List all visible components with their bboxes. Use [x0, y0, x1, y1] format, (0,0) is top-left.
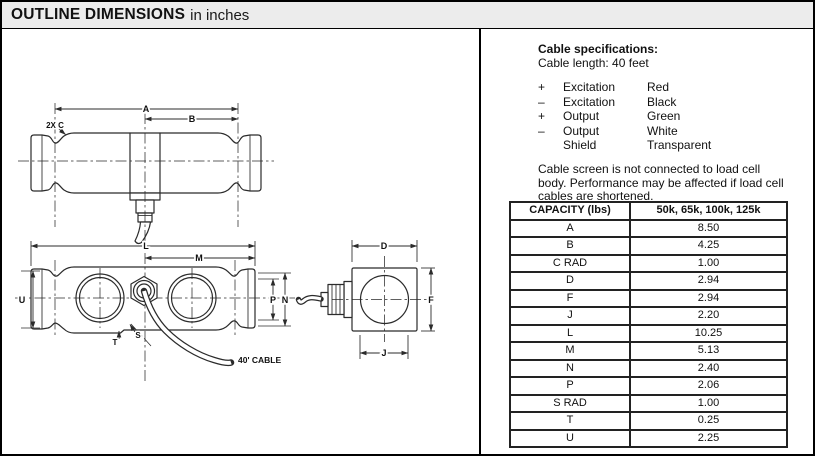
wire-color: White	[647, 123, 678, 138]
dim-letter: D	[509, 271, 631, 291]
dim-label-m: M	[195, 253, 203, 263]
table-header-row: CAPACITY (lbs) 50k, 65k, 100k, 125k	[509, 201, 788, 221]
cable-screen-note: Cable screen is not connected to load ce…	[538, 161, 784, 204]
dim-label-d: D	[381, 241, 388, 251]
specs-panel: Cable specifications: Cable length: 40 f…	[479, 29, 813, 454]
wire-name: Output	[563, 123, 600, 138]
dim-letter: A	[509, 218, 631, 238]
wire-name: Excitation	[563, 80, 616, 94]
cable-specs-heading: Cable specifications:	[538, 42, 659, 56]
wire-color: Green	[647, 109, 681, 124]
dim-label-n: N	[282, 295, 289, 305]
dim-value: 1.00	[629, 253, 788, 273]
cable-specifications: Cable specifications: Cable length: 40 f…	[538, 42, 805, 204]
wire-sign: +	[538, 80, 546, 94]
dim-letter: M	[509, 341, 631, 361]
outline-drawings: A B 2X C	[2, 29, 479, 454]
dim-label-t: T	[113, 338, 118, 347]
dim-label-b: B	[189, 114, 196, 124]
dim-label-u: U	[19, 295, 26, 305]
wire-row: + Excitation Red	[538, 80, 805, 95]
section-title-bar: OUTLINE DIMENSIONS in inches	[2, 2, 813, 29]
cable-length-note: 40' CABLE	[238, 355, 281, 365]
wire-sign: –	[538, 94, 545, 109]
wire-row: Shield Transparent	[538, 138, 805, 153]
wire-name: Excitation	[563, 94, 616, 109]
dim-letter: B	[509, 236, 631, 256]
dim-value: 2.40	[629, 358, 788, 378]
wire-color: Transparent	[647, 138, 712, 153]
dim-letter: C RAD	[509, 253, 631, 273]
wire-row: – Output White	[538, 124, 805, 139]
dim-letter: S RAD	[509, 393, 631, 413]
dim-letter: N	[509, 358, 631, 378]
dim-value: 2.20	[629, 306, 788, 326]
wire-sign: +	[538, 109, 546, 124]
wire-name: Output	[563, 109, 600, 124]
dim-value: 5.13	[629, 341, 788, 361]
end-view-drawing: D F J	[295, 239, 436, 360]
dim-label-p: P	[270, 295, 276, 305]
dim-value: 2.25	[629, 428, 788, 448]
dim-value: 8.50	[629, 218, 788, 238]
wire-sign	[538, 138, 563, 153]
dim-value: 4.25	[629, 236, 788, 256]
wire-row: – Excitation Black	[538, 95, 805, 110]
dim-letter: J	[509, 306, 631, 326]
dim-value: 1.00	[629, 393, 788, 413]
dim-label-f: F	[428, 295, 434, 305]
cable-end-view	[295, 294, 324, 305]
dim-letter: U	[509, 428, 631, 448]
dim-label-j: J	[381, 348, 386, 358]
dim-value: 2.06	[629, 376, 788, 396]
cable-length-line: Cable length: 40 feet	[538, 56, 649, 70]
dim-letter: T	[509, 411, 631, 431]
cable-plan	[140, 287, 235, 367]
dim-label-l: L	[143, 241, 149, 251]
capacity-header: CAPACITY (lbs)	[509, 201, 631, 221]
wire-row: + Output Green	[538, 109, 805, 124]
dim-value: 2.94	[629, 271, 788, 291]
capacity-values-header: 50k, 65k, 100k, 125k	[629, 201, 788, 221]
dim-letter: P	[509, 376, 631, 396]
page-title-units: in inches	[190, 6, 250, 24]
wire-name: Shield	[563, 138, 597, 153]
dim-label-a: A	[143, 104, 150, 114]
dim-value: 10.25	[629, 323, 788, 343]
dim-value: 0.25	[629, 411, 788, 431]
wire-color: Red	[647, 80, 670, 94]
wire-color: Black	[647, 94, 677, 109]
dim-letter: L	[509, 323, 631, 343]
page-title: OUTLINE DIMENSIONS	[11, 6, 186, 23]
wire-list: + Excitation Red – Excitation Black + Ou…	[538, 80, 805, 153]
dim-letter: F	[509, 288, 631, 308]
dim-label-s: S	[135, 331, 141, 340]
dim-value: 2.94	[629, 288, 788, 308]
dim-label-c: 2X C	[46, 121, 64, 130]
wire-sign: –	[538, 123, 545, 138]
plan-view-drawing: L M U P N T S 40' CABLE	[15, 239, 295, 381]
side-view-drawing: A B 2X C	[18, 102, 274, 245]
